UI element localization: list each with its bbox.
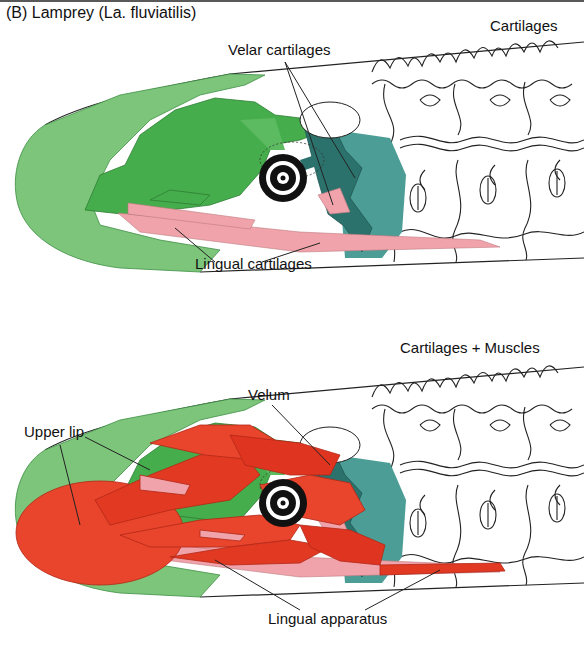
- panel-rule: [0, 0, 584, 2]
- panel-heading: Cartilages + Muscles: [400, 340, 540, 357]
- part-label: Upper lip: [24, 424, 84, 441]
- panel-heading: Cartilages: [490, 18, 558, 35]
- part-label: Lingual apparatus: [268, 611, 387, 628]
- eye-symbol: [259, 154, 307, 202]
- part-label: Lingual cartilages: [195, 256, 312, 273]
- head-cartilages-muscles: [15, 366, 584, 597]
- muscle-layer: [16, 425, 505, 585]
- leader-lines: [60, 405, 440, 610]
- panel-title: (B) Lamprey (La. fluviatilis): [6, 4, 196, 22]
- part-label: Velum: [248, 387, 290, 404]
- leader-lines: [175, 62, 355, 262]
- part-label: Velar cartilages: [228, 42, 331, 59]
- eye-symbol: [259, 479, 307, 527]
- head-cartilages: [15, 41, 584, 272]
